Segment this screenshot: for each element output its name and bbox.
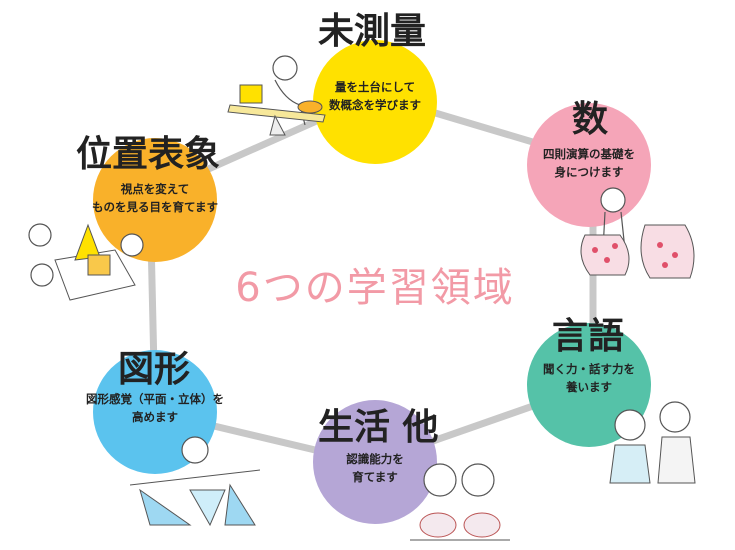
desc-line: 四則演算の基礎を bbox=[543, 147, 635, 161]
desc-line: 数概念を学びます bbox=[329, 98, 421, 112]
node-kazu-circle bbox=[527, 103, 651, 227]
node-seikatsu-desc: 認識能力を 育てます bbox=[300, 450, 450, 486]
desc-line: ものを見る目を育てます bbox=[92, 200, 218, 214]
desc-line: 図形感覚（平面・立体）を bbox=[86, 392, 224, 406]
desc-line: 認識能力を bbox=[346, 452, 404, 466]
node-ichi-desc: 視点を変えて ものを見る目を育てます bbox=[80, 180, 230, 216]
node-seikatsu-title: 生活 他 bbox=[318, 407, 439, 448]
node-gengo-desc: 聞く力・話す力を 養います bbox=[514, 360, 664, 396]
node-kazu-title: 数 bbox=[572, 99, 609, 140]
children-listening-illustration bbox=[609, 401, 696, 484]
node-mijissoku-desc: 量を土台にして 数概念を学びます bbox=[300, 78, 450, 114]
children-apples-illustration bbox=[410, 463, 510, 541]
child-counting-bags-illustration bbox=[580, 187, 695, 279]
child-balance-scale-illustration bbox=[227, 55, 326, 136]
child-tangram-illustration bbox=[130, 436, 260, 527]
node-ichi-circle bbox=[93, 138, 217, 262]
desc-line: 高めます bbox=[132, 410, 178, 424]
children-blocks-illustration bbox=[28, 223, 144, 301]
desc-line: 聞く力・話す力を bbox=[543, 362, 635, 376]
node-gengo-title: 言語 bbox=[552, 316, 625, 357]
node-ichi-title: 位置表象 bbox=[76, 134, 221, 175]
node-mijissoku-title: 未測量 bbox=[318, 11, 427, 52]
center-title: 6つの学習領域 bbox=[235, 265, 515, 311]
desc-line: 育てます bbox=[352, 470, 398, 484]
desc-line: 養います bbox=[566, 380, 612, 394]
node-mijissoku-circle bbox=[313, 40, 437, 164]
desc-line: 視点を変えて bbox=[120, 182, 190, 196]
node-zukei-title: 図形 bbox=[118, 349, 191, 390]
node-kazu-desc: 四則演算の基礎を 身につけます bbox=[514, 145, 664, 181]
node-seikatsu-circle bbox=[313, 400, 437, 524]
node-zukei-desc: 図形感覚（平面・立体）を 高めます bbox=[80, 390, 230, 426]
desc-line: 身につけます bbox=[554, 165, 624, 179]
desc-line: 量を土台にして bbox=[334, 80, 416, 94]
